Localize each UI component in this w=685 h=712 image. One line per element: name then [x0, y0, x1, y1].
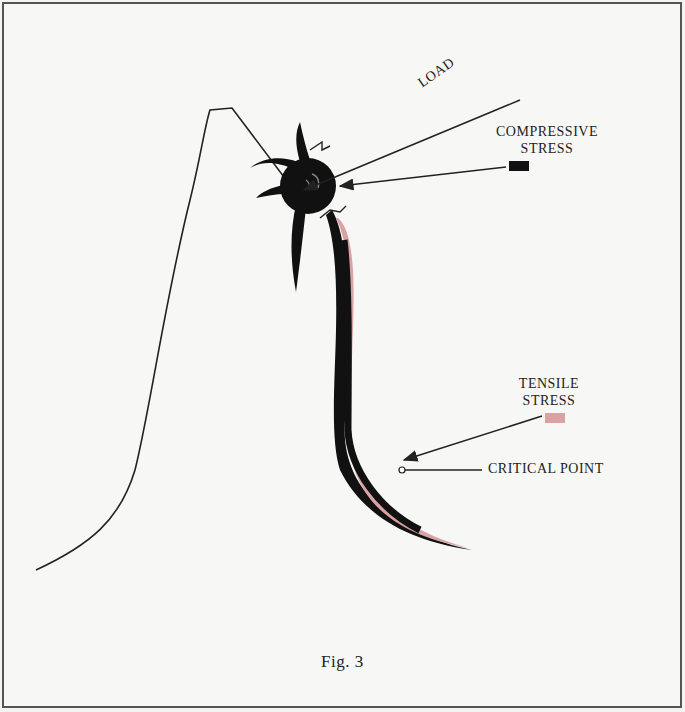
- critical-leader: [404, 469, 482, 471]
- critical-point-dot: [399, 467, 405, 473]
- wire-stroke: [310, 142, 330, 150]
- legend-text: COMPRESSIVE STRESS: [492, 124, 602, 158]
- tensile-band: [336, 218, 468, 548]
- load-arrow: [304, 100, 520, 190]
- legend-swatch: [545, 413, 565, 423]
- compressive-leader: [340, 167, 506, 186]
- clasp-arm: [326, 210, 472, 550]
- tooth-outline: [36, 108, 290, 570]
- figure-caption: Fig. 3: [321, 652, 364, 672]
- minor-arm: [296, 122, 310, 162]
- minor-arm: [292, 205, 307, 292]
- legend-swatch: [509, 161, 529, 171]
- clasp-arm-core: [344, 240, 420, 530]
- clasp-rest-circle: [280, 158, 336, 214]
- frame: [3, 3, 681, 707]
- tensile-leader: [404, 416, 542, 460]
- critical-point-label: CRITICAL POINT: [488, 461, 604, 478]
- legend-text: TENSILE STRESS: [504, 376, 594, 410]
